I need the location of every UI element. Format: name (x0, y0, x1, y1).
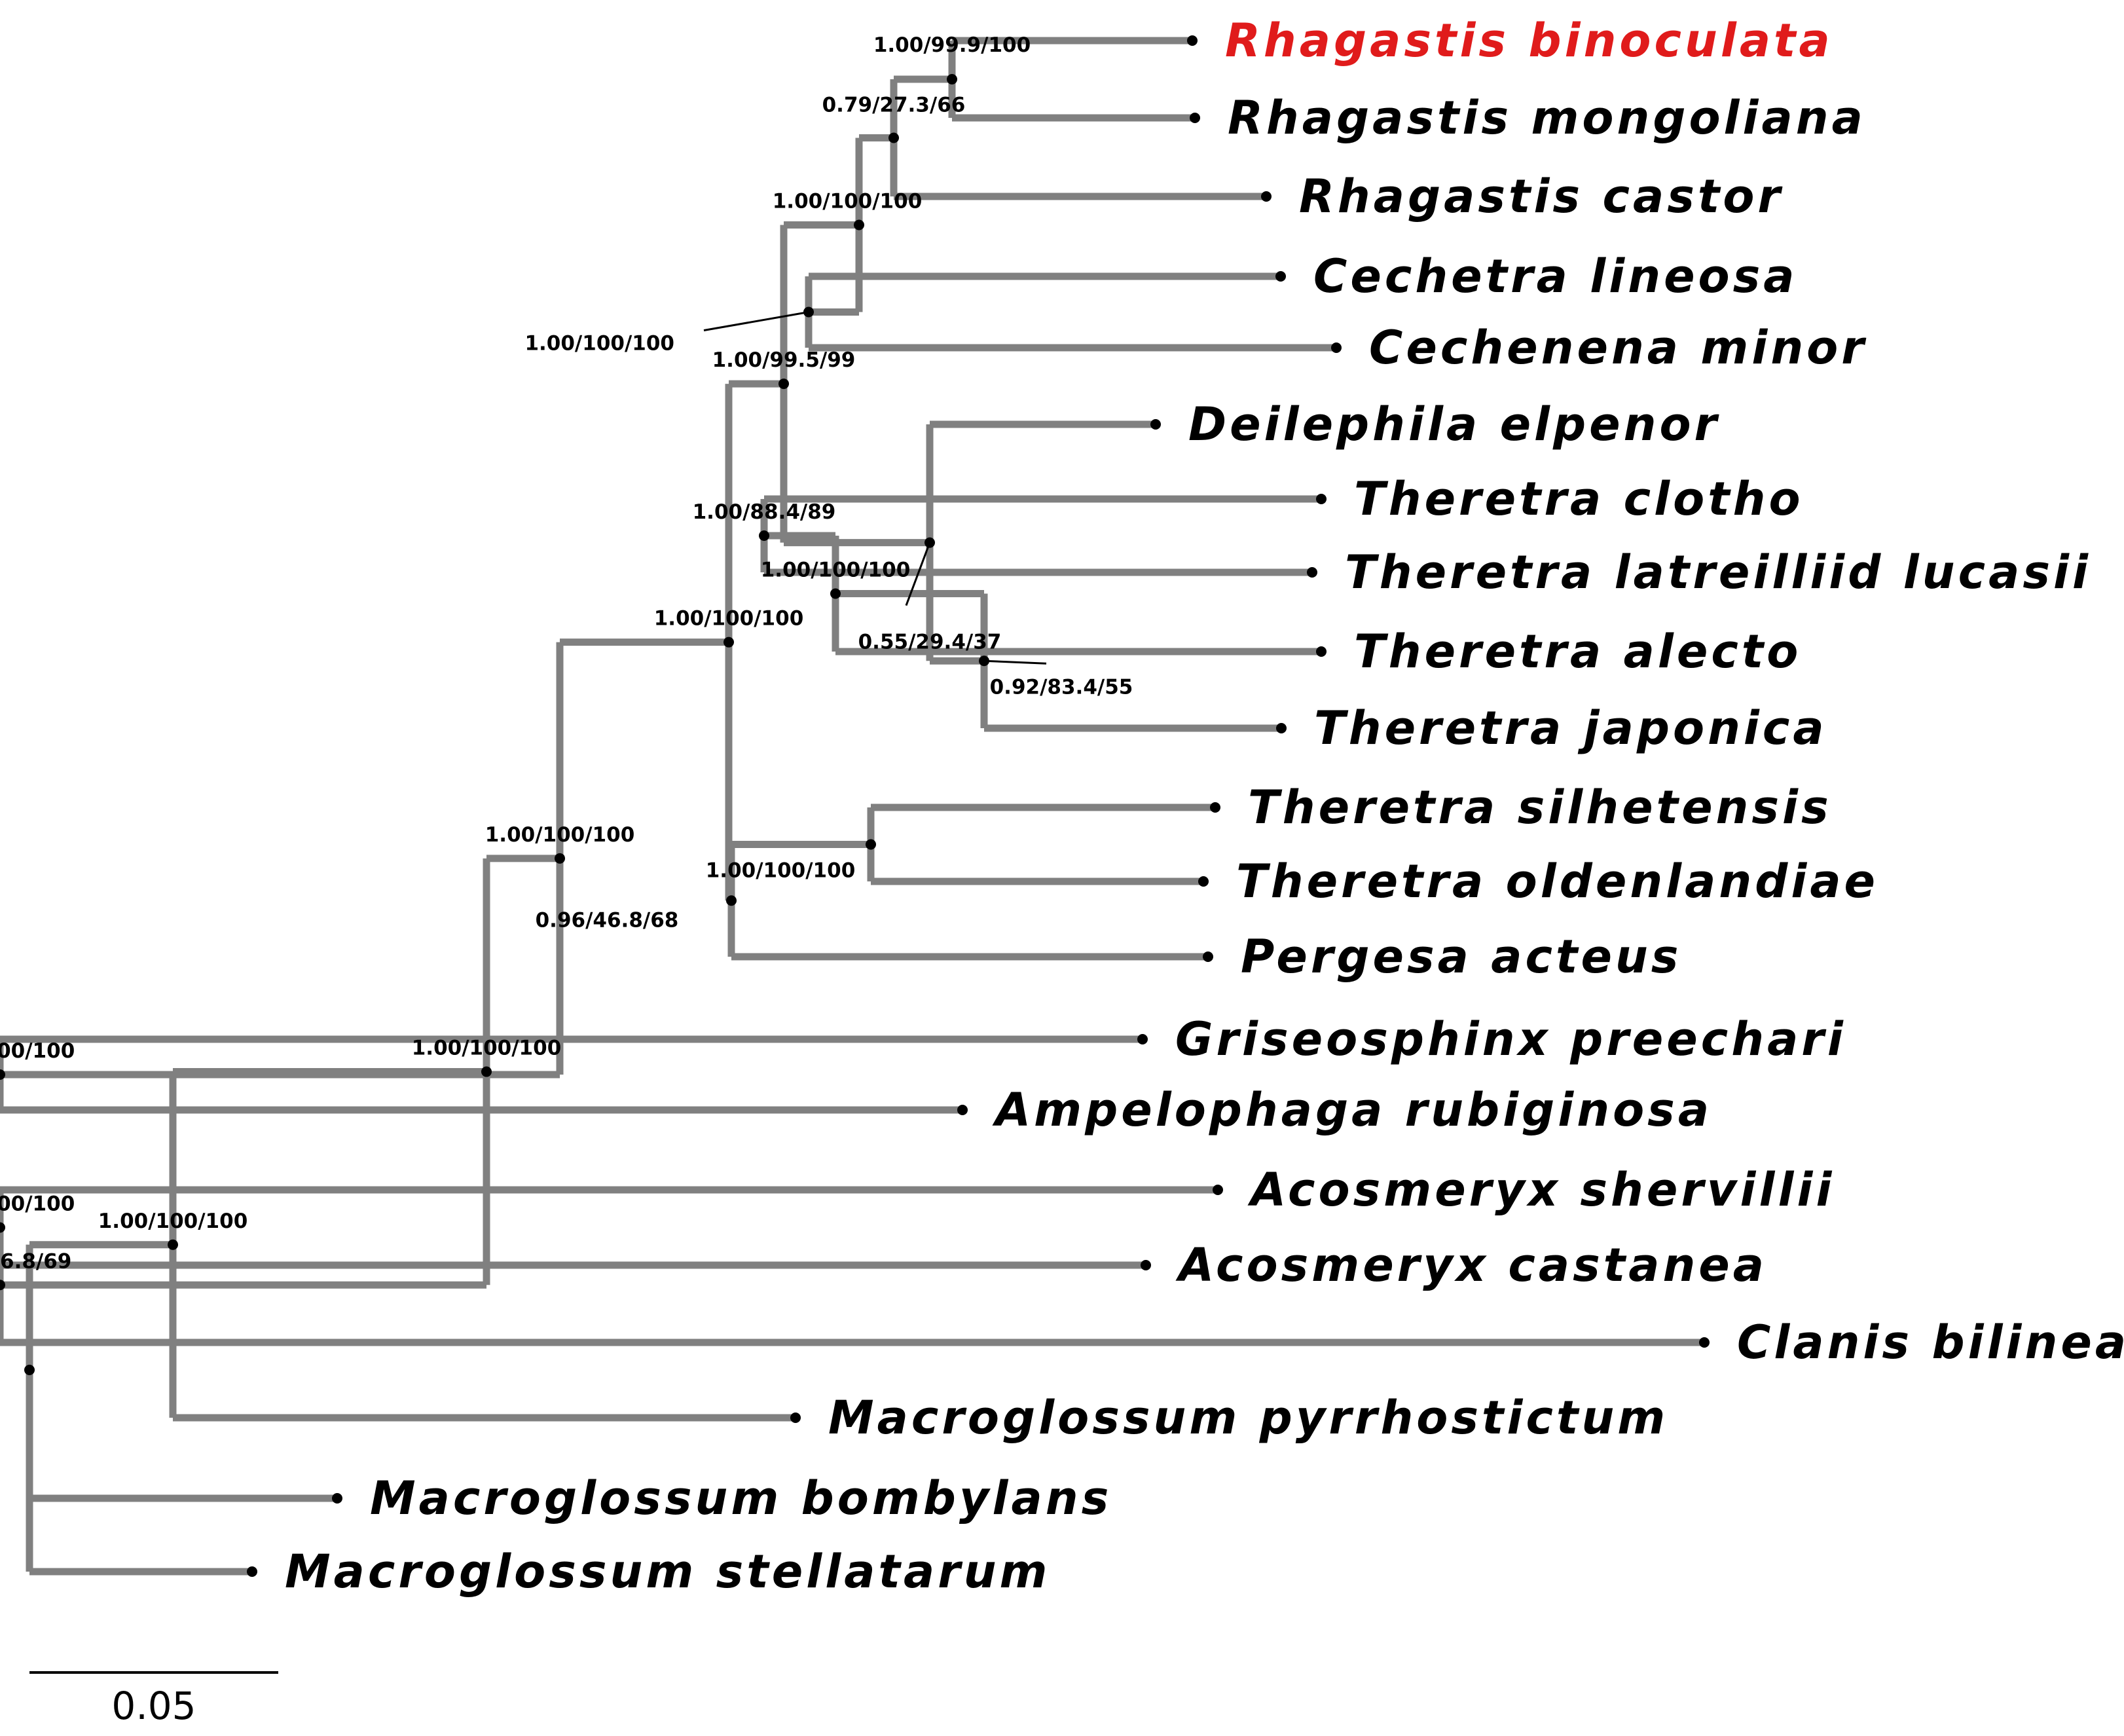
tip-dot (1150, 419, 1161, 430)
internal-node-dot (888, 132, 899, 143)
tip-dot (957, 1105, 968, 1115)
tip-dot (790, 1413, 801, 1423)
support-value: 1.00/88.4/89 (693, 500, 836, 524)
taxon-label: Rhagastis binoculata (1225, 14, 1833, 67)
taxon-label: Theretra alecto (1354, 625, 1801, 678)
taxon-label: Ampelophaga rubiginosa (992, 1083, 1712, 1137)
support-value: 1.00/100/100 (0, 1192, 75, 1216)
internal-node-dot (830, 588, 841, 599)
tip-dot (1276, 723, 1287, 733)
tip-dot (1316, 646, 1327, 657)
tip-dot (1213, 1185, 1223, 1195)
support-value: 1.00/100/100 (706, 859, 856, 883)
tip-dot (332, 1493, 342, 1504)
internal-node-dot (803, 306, 814, 318)
internal-node-dot (0, 1222, 5, 1233)
taxon-label: Theretra latreilliid lucasii (1345, 545, 2091, 599)
internal-node-dot (866, 839, 876, 850)
tip-dot (1275, 271, 1286, 282)
taxon-label: Macroglossum stellatarum (285, 1545, 1051, 1598)
support-leader (703, 311, 809, 331)
taxon-label: Theretra clotho (1354, 472, 1804, 526)
internal-node-dot (0, 1069, 5, 1080)
taxon-label: Theretra silhetensis (1248, 781, 1832, 834)
internal-node-dot (168, 1239, 178, 1250)
scale-label: 0.05 (111, 1684, 196, 1728)
taxon-label: Rhagastis mongoliana (1228, 91, 1866, 145)
support-leader-lines (703, 311, 1047, 665)
support-value: 1.00/100/100 (0, 1039, 75, 1063)
support-value: 1.00/100/100 (761, 559, 911, 582)
taxon-label: Griseosphinx preechari (1175, 1012, 1846, 1066)
tip-dot (1137, 1034, 1148, 1044)
tip-dot (1203, 951, 1213, 962)
internal-node-dot (979, 656, 989, 667)
tip-dot (247, 1566, 257, 1577)
support-value: 0.79/27.3/66 (822, 94, 966, 117)
internal-node-dot (555, 853, 565, 864)
taxon-label: Macroglossum pyrrhostictum (828, 1391, 1668, 1445)
support-values: 1.00/100/100 1.00/100/100 1.00/100/100 1.00… (0, 33, 1133, 1273)
taxon-label: Cechenena minor (1369, 321, 1867, 375)
support-value: 0.92/83.4/55 (990, 675, 1133, 699)
support-value: 1.00/100/100 (773, 190, 923, 213)
tip-dot (1261, 191, 1272, 202)
taxon-label: Theretra japonica (1314, 701, 1827, 755)
support-value: 1.00/99.5/99 (712, 348, 856, 372)
internal-node-dot (759, 530, 769, 541)
internal-node-dot (925, 537, 935, 548)
node-dots (0, 35, 1710, 1577)
taxon-label: Pergesa acteus (1241, 930, 1681, 984)
support-leader (983, 659, 1047, 665)
taxon-label: Deilephila elpenor (1188, 397, 1720, 451)
tip-dot (1141, 1260, 1151, 1270)
taxon-label: Clanis bilineata (1737, 1316, 2124, 1369)
support-value: 1.00/100/100 (524, 332, 674, 356)
taxon-label: Acosmeryx shervillii (1247, 1163, 1835, 1217)
support-value: 0.55/29.4/37 (858, 631, 1002, 654)
scale-bar-group: 0.05 (29, 1671, 278, 1728)
internal-node-dot (0, 1280, 5, 1291)
tip-dot (1210, 802, 1220, 813)
internal-node-dot (24, 1365, 35, 1375)
support-value: 1.00/100/100 (412, 1037, 562, 1060)
tip-dot (1307, 567, 1317, 578)
support-value: 0.99/46.8/69 (0, 1249, 71, 1273)
support-value: 1.00/100/100 (485, 823, 635, 847)
taxon-label: Rhagastis castor (1299, 170, 1784, 223)
support-value: 1.00/100/100 (654, 607, 804, 631)
taxon-label: Cechetra lineosa (1313, 249, 1798, 303)
internal-node-dot (481, 1066, 492, 1077)
tip-dot (1198, 876, 1209, 887)
tip-dot (1190, 113, 1200, 123)
taxon-label: Macroglossum bombylans (370, 1471, 1112, 1525)
tip-dot (1316, 494, 1327, 504)
internal-node-dot (854, 219, 864, 231)
internal-node-dot (723, 637, 734, 648)
internal-node-dot (947, 74, 957, 84)
support-value: 0.96/46.8/68 (536, 908, 679, 932)
internal-node-dot (726, 895, 737, 906)
support-leader (905, 542, 931, 606)
internal-node-dot (778, 379, 789, 390)
taxon-label: Theretra oldenlandiae (1236, 855, 1878, 908)
support-value: 1.00/100/100 (98, 1210, 248, 1233)
tip-dot (1331, 342, 1342, 353)
tip-dot (1187, 35, 1198, 46)
taxon-label: Acosmeryx castanea (1175, 1238, 1767, 1292)
support-value: 1.00/99.9/100 (873, 33, 1031, 57)
tip-dot (1699, 1337, 1710, 1348)
